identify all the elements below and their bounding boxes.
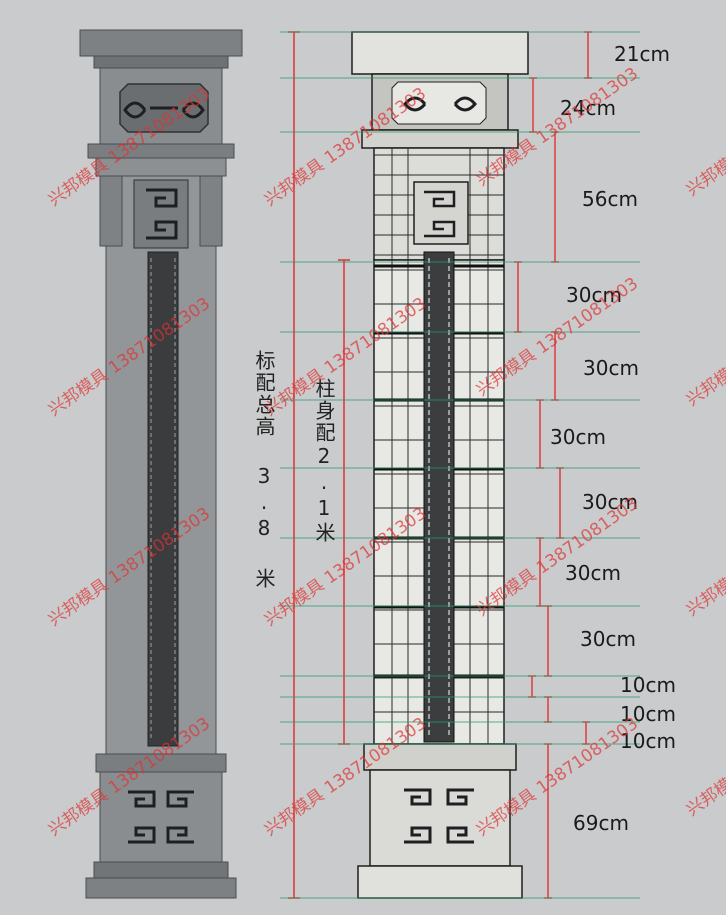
wire-base-foot: [357, 865, 523, 899]
wire-cap: [351, 31, 529, 75]
dim-label-56cm: 56cm: [582, 187, 638, 211]
fret-ornament-upper: [146, 188, 178, 240]
column-base: [99, 771, 223, 863]
dim-label-10cm-1: 10cm: [620, 673, 676, 697]
dim-label-30cm-2: 30cm: [583, 356, 639, 380]
segment-dimension: [544, 696, 552, 723]
dim-label-10cm-2: 10cm: [620, 702, 676, 726]
wire-base: [369, 769, 511, 867]
segment-dimension: [536, 399, 544, 469]
dim-label-30cm-6: 30cm: [580, 627, 636, 651]
segment-dimension: [551, 331, 559, 401]
column-cap: [79, 29, 243, 57]
dim-label-30cm-3: 30cm: [550, 425, 606, 449]
shaft-inlay-pattern: [150, 258, 176, 738]
column-collar: [87, 143, 235, 159]
segment-dimension-lines: [514, 31, 592, 899]
base-plinth: [93, 861, 229, 879]
shaft-inlay-strip: [147, 251, 179, 747]
dim-label-24cm: 24cm: [560, 96, 616, 120]
wire-collar: [361, 129, 519, 149]
column-cap-lower: [93, 55, 229, 69]
segment-dimension: [556, 467, 564, 539]
dim-label-30cm-4: 30cm: [582, 490, 638, 514]
wire-cloud-ornament: [403, 96, 477, 112]
segment-dimension: [544, 743, 552, 899]
dim-label-10cm-3: 10cm: [620, 729, 676, 753]
wire-base-collar: [363, 743, 517, 771]
column-collar-2: [95, 157, 227, 177]
cloud-scroll-ornament: [123, 101, 205, 119]
dim-label-21cm: 21cm: [614, 42, 670, 66]
total-height-dimension: [288, 31, 300, 899]
wireframe-column: [351, 31, 529, 899]
segment-dimension: [514, 261, 522, 333]
segment-dimension: [582, 721, 590, 745]
wire-frieze-panel: [391, 81, 487, 125]
segment-dimension: [528, 675, 536, 698]
total-height-label: 标配总高 3.8 米: [252, 350, 276, 590]
shaft-height-dimension: [338, 259, 350, 745]
segment-dimension: [544, 605, 552, 677]
wire-fret-ornament: [424, 190, 456, 238]
segment-dimension: [529, 77, 537, 133]
rendered-column: [79, 29, 243, 899]
shaft-side-left: [99, 175, 123, 247]
segment-dimension: [584, 31, 592, 79]
base-collar: [95, 753, 227, 773]
wire-base-fret: [404, 788, 474, 844]
dim-label-30cm-1: 30cm: [566, 283, 622, 307]
shaft-height-label: 柱身配2.1米: [312, 378, 336, 544]
segment-dimension: [536, 537, 544, 607]
segment-guide-lines: [280, 31, 640, 899]
shaft-side-right: [199, 175, 223, 247]
base-fret-ornament: [128, 790, 194, 844]
base-foot: [85, 877, 237, 899]
dim-label-30cm-5: 30cm: [565, 561, 621, 585]
segment-dimension: [551, 131, 559, 263]
dim-label-69cm: 69cm: [573, 811, 629, 835]
